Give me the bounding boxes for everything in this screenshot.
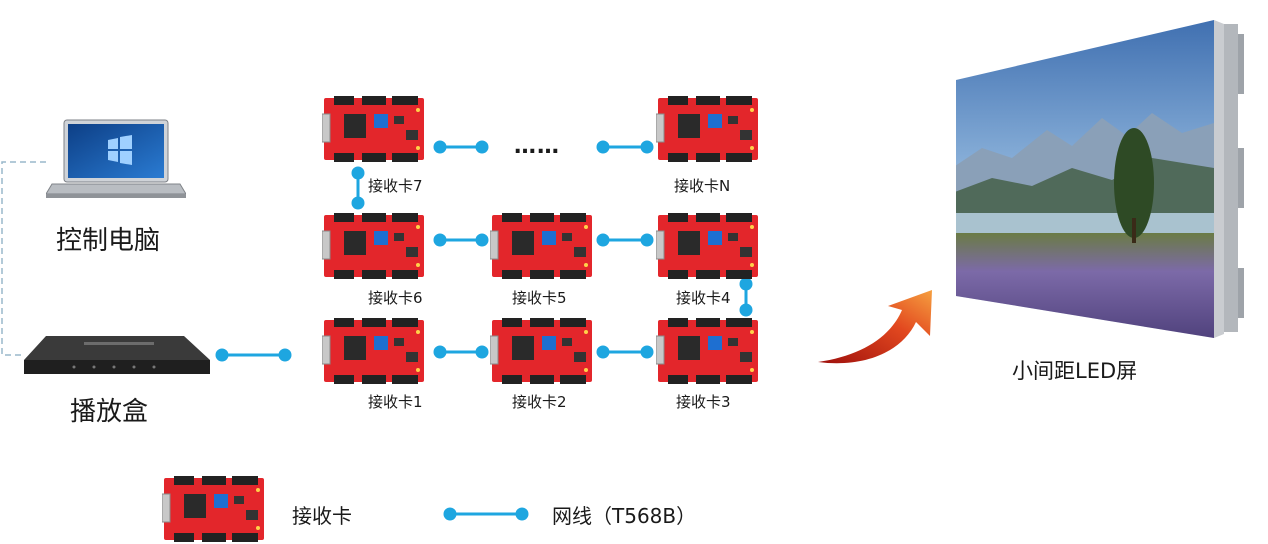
receiving-card-4 (656, 213, 760, 279)
card-2-label: 接收卡2 (512, 393, 567, 411)
cable-card3-card4 (739, 277, 753, 317)
card-1-label: 接收卡1 (368, 393, 423, 411)
cable-player-card1 (215, 348, 292, 362)
card-4-label: 接收卡4 (676, 289, 731, 307)
receiving-card-2 (490, 318, 594, 384)
cable-card5-card6 (433, 233, 489, 247)
legend-cable-symbol (443, 507, 529, 521)
card-n-label: 接收卡N (674, 177, 731, 195)
cable-card6-card7 (351, 166, 365, 210)
receiving-card-5 (490, 213, 594, 279)
network-cables (215, 140, 753, 521)
player-label: 播放盒 (70, 397, 149, 427)
player-box-icon (24, 336, 210, 374)
legend-card-label: 接收卡 (292, 504, 352, 528)
screen-label: 小间距LED屏 (1012, 359, 1138, 383)
computer-label: 控制电脑 (56, 226, 161, 256)
legend-cable-label: 网线（T568B） (552, 504, 697, 528)
cable-card7-ellipsis (433, 140, 489, 154)
cable-card1-card2 (433, 345, 489, 359)
pc-player-dashed-link (1, 161, 46, 356)
legend-card-icon (162, 476, 266, 542)
card-3-label: 接收卡3 (676, 393, 731, 411)
receiving-card-3 (656, 318, 760, 384)
led-screen-image (956, 20, 1244, 338)
ellipsis: …… (514, 134, 560, 159)
card-5-label: 接收卡5 (512, 289, 567, 307)
cable-ellipsis-cardN (596, 140, 654, 154)
receiving-card-1 (322, 318, 426, 384)
cable-card2-card3 (596, 345, 654, 359)
receiving-card-6 (322, 213, 426, 279)
receiving-card-n (656, 96, 760, 162)
card-6-label: 接收卡6 (368, 289, 423, 307)
flow-arrow (818, 290, 932, 364)
laptop-icon (46, 119, 186, 198)
receiving-card-7 (322, 96, 426, 162)
cable-card4-card5 (596, 233, 654, 247)
card-7-label: 接收卡7 (368, 177, 423, 195)
